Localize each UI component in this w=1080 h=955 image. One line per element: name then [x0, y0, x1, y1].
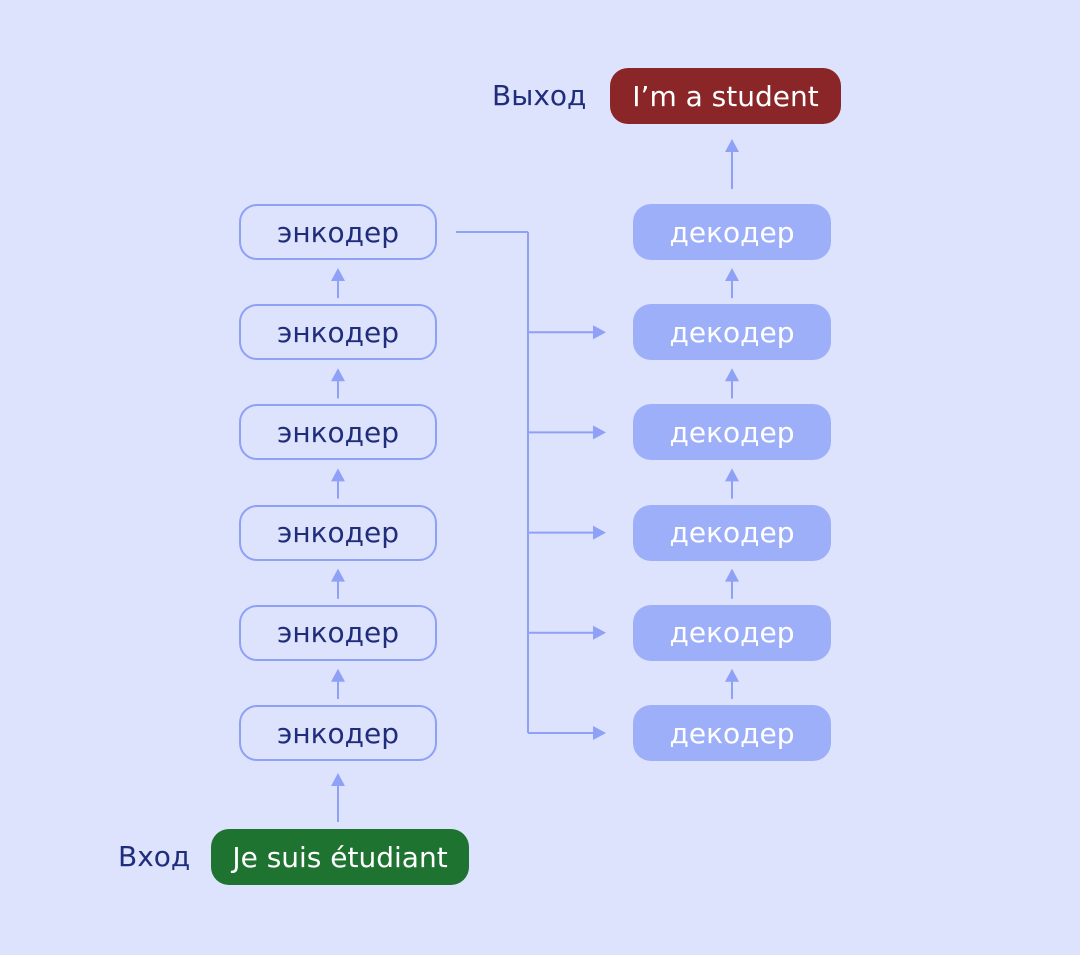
decoder-box: декодер [633, 705, 831, 761]
encoder-arrow-head [331, 668, 345, 682]
decoder-arrow-head [725, 268, 739, 281]
encoder-box: энкодер [239, 705, 437, 761]
bus-branch-arrow-head [593, 525, 606, 540]
bus-branch-arrow-head [593, 425, 606, 440]
bus-branch-arrow-head [593, 625, 606, 640]
encoder-box: энкодер [239, 204, 437, 260]
encoder-box: энкодер [239, 604, 437, 661]
encoder-arrow-head [331, 568, 345, 582]
decoder-box: декодер [633, 404, 831, 461]
decoder-arrow-head [725, 468, 739, 482]
encoder-arrow-head [331, 268, 345, 281]
output-label: Выход [492, 79, 587, 112]
decoder-arrow-head [725, 368, 739, 382]
output-arrow-head [725, 139, 739, 152]
input-arrow-head [331, 773, 345, 786]
decoder-box: декодер [633, 604, 831, 661]
input-label: Вход [118, 840, 191, 873]
encoder-arrow-head [331, 468, 345, 482]
output-sentence-box: I’m a student [610, 68, 841, 124]
encoder-box: энкодер [239, 304, 437, 361]
encoder-box: энкодер [239, 504, 437, 561]
encoder-arrow-head [331, 368, 345, 382]
encoder-box: энкодер [239, 404, 437, 461]
decoder-arrow-head [725, 668, 739, 682]
input-sentence-box: Je suis étudiant [211, 829, 469, 885]
bus-branch-arrow-head [593, 726, 606, 740]
decoder-arrow-head [725, 568, 739, 582]
decoder-box: декодер [633, 504, 831, 561]
bus-branch-arrow-head [593, 325, 606, 340]
decoder-box: декодер [633, 304, 831, 361]
decoder-box: декодер [633, 204, 831, 260]
